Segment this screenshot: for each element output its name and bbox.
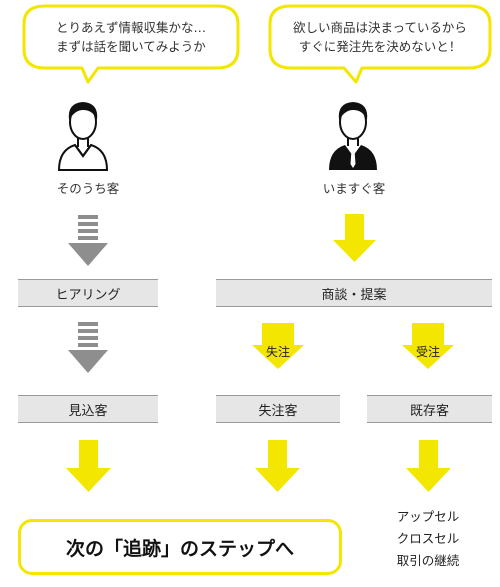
right-bubble-line: 欲しい商品は決まっているから <box>293 20 467 35</box>
yellow-arrow-down-icon <box>255 440 300 492</box>
outcome-item: アップセル <box>396 509 460 524</box>
left-bubble-text: とりあえず情報収集かな… まずは話を聞いてみようか <box>28 18 234 56</box>
yellow-arrow-down-icon <box>333 214 376 262</box>
negotiation-stage-box: 商談・提案 <box>216 279 492 307</box>
right-bubble-text: 欲しい商品は決まっているから すぐに発注先を決めないと！ <box>274 18 486 56</box>
businessman-icon <box>329 102 377 170</box>
yellow-arrow-down-icon <box>66 440 111 492</box>
right-speech-bubble <box>268 4 492 84</box>
right-bubble-line: すぐに発注先を決めないと！ <box>298 39 462 54</box>
lost-customer-box: 失注客 <box>216 395 340 423</box>
outcome-item: 取引の継続 <box>396 553 460 568</box>
casual-person-icon <box>57 102 109 171</box>
immediate-customer-label: いますぐ客 <box>322 181 386 196</box>
prospect-stage-box: 見込客 <box>18 395 158 423</box>
left-speech-bubble <box>22 4 240 84</box>
outcomes-list: アップセル クロスセル 取引の継続 <box>368 506 488 572</box>
outcome-item: クロスセル <box>396 531 460 546</box>
won-order-label: 受注 <box>415 345 440 359</box>
next-step-box: 次の「追跡」のステップへ <box>18 519 342 575</box>
striped-arrow-down-icon <box>68 322 108 373</box>
left-bubble-line: まずは話を聞いてみようか <box>56 39 206 54</box>
existing-customer-box: 既存客 <box>367 395 492 423</box>
someday-customer-label: そのうち客 <box>56 181 120 196</box>
hearing-stage-box: ヒアリング <box>18 279 158 307</box>
lost-order-arrow-icon <box>252 323 304 369</box>
left-bubble-line: とりあえず情報収集かな… <box>55 20 206 35</box>
striped-arrow-down-icon <box>68 215 108 266</box>
lost-order-label: 失注 <box>265 345 290 359</box>
yellow-arrow-down-icon <box>406 440 451 492</box>
won-order-arrow-icon <box>402 323 454 369</box>
